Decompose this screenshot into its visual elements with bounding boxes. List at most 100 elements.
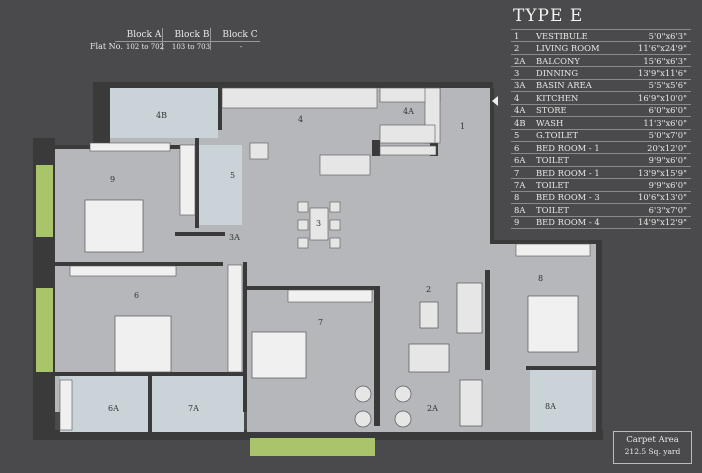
room-name: BED ROOM - 1 bbox=[536, 142, 600, 153]
room-size: 10'6"x13'0" bbox=[637, 192, 687, 203]
room-row: 1 VESTIBULE 5'0"x6'3" bbox=[511, 29, 691, 41]
room-row: 6A TOILET 9'9"x6'0" bbox=[511, 153, 691, 165]
room-id: 5 bbox=[514, 130, 520, 141]
room-size: 13'9"x15'9" bbox=[637, 167, 687, 178]
room-id: 4B bbox=[514, 117, 526, 128]
room-id: 9 bbox=[514, 217, 520, 228]
room-size: 6'0"x6'0" bbox=[648, 105, 687, 116]
room-name: STORE bbox=[536, 105, 567, 116]
room-size: 5'5"x5'6" bbox=[648, 80, 687, 91]
room-name: KITCHEN bbox=[536, 92, 579, 103]
room-row: 7 BED ROOM - 1 13'9"x15'9" bbox=[511, 165, 691, 178]
room-size: 14'9"x12'9" bbox=[637, 217, 687, 228]
room-size: 9'9"x6'0" bbox=[648, 179, 687, 190]
label-r8a: 8A bbox=[545, 402, 556, 411]
room-row: 3 DINNING 13'9"x11'6" bbox=[511, 66, 691, 78]
room-size: 15'6"x6'3" bbox=[643, 55, 687, 66]
entry-arrow-icon bbox=[492, 96, 498, 106]
room-id: 7 bbox=[514, 167, 520, 178]
carpet-area-box: Carpet Area 212.5 Sq. yard bbox=[613, 431, 692, 464]
type-title: TYPE E bbox=[513, 6, 584, 26]
label-r7a: 7A bbox=[188, 404, 199, 413]
label-r4: 4 bbox=[298, 115, 303, 124]
label-r6a: 6A bbox=[108, 404, 119, 413]
room-name: DINNING bbox=[536, 68, 579, 79]
room-size: 13'9"x11'6" bbox=[637, 68, 687, 79]
label-r4b: 4B bbox=[156, 111, 167, 120]
room-row: 2A BALCONY 15'6"x6'3" bbox=[511, 53, 691, 66]
room-size: 5'0"x7'0" bbox=[648, 130, 687, 141]
green-balconies bbox=[36, 165, 375, 456]
room-id: 1 bbox=[514, 30, 520, 41]
label-r9: 9 bbox=[110, 175, 115, 184]
room-name: TOILET bbox=[536, 179, 570, 190]
room-row: 9 BED ROOM - 4 14'9"x12'9" bbox=[511, 215, 691, 228]
room-row: 7A TOILET 9'9"x6'0" bbox=[511, 178, 691, 190]
room-name: LIVING ROOM bbox=[536, 43, 600, 54]
wash-area bbox=[110, 88, 218, 138]
toilet-6a-area bbox=[60, 376, 148, 432]
dining-table bbox=[297, 201, 341, 249]
flat-no-label: Flat No. bbox=[90, 42, 123, 51]
room-name: BED ROOM - 4 bbox=[536, 217, 600, 228]
wardrobes bbox=[59, 142, 591, 431]
room-name: TOILET bbox=[536, 204, 570, 215]
room-name: TOILET bbox=[536, 155, 570, 166]
room-id: 4A bbox=[514, 105, 526, 116]
room-name: VESTIBULE bbox=[536, 30, 588, 41]
room-id: 3A bbox=[514, 80, 526, 91]
label-r6: 6 bbox=[134, 291, 139, 300]
room-size: 5'0"x6'3" bbox=[648, 30, 687, 41]
room-name: WASH bbox=[536, 117, 564, 128]
room-name: BALCONY bbox=[536, 55, 580, 66]
room-size: 9'9"x6'0" bbox=[648, 155, 687, 166]
kitchen-counter bbox=[221, 87, 378, 109]
block-a-header: Block A bbox=[126, 30, 162, 40]
label-r2a: 2A bbox=[427, 404, 438, 413]
label-r7: 7 bbox=[318, 318, 323, 327]
block-c-header: Block C bbox=[222, 30, 258, 40]
beds bbox=[84, 199, 579, 379]
toilet-7a-area bbox=[152, 376, 244, 432]
block-b-flats: 103 to 703 bbox=[171, 43, 211, 51]
room-name: BASIN AREA bbox=[536, 80, 592, 91]
room-id: 6 bbox=[514, 142, 520, 153]
label-r1: 1 bbox=[460, 122, 465, 131]
room-id: 7A bbox=[514, 179, 526, 190]
room-row: 2 LIVING ROOM 11'6"x24'9" bbox=[511, 41, 691, 53]
room-size: 20'x12'0" bbox=[647, 142, 687, 153]
carpet-area-label: Carpet Area bbox=[626, 435, 679, 445]
label-r5: 5 bbox=[230, 171, 235, 180]
room-schedule: 1 VESTIBULE 5'0"x6'3" 2 LIVING ROOM 11'6"x24'… bbox=[511, 29, 691, 229]
label-r8: 8 bbox=[538, 274, 543, 283]
room-id: 8 bbox=[514, 192, 520, 203]
room-id: 3 bbox=[514, 68, 520, 79]
label-r3: 3 bbox=[316, 219, 321, 228]
interior-walls bbox=[55, 88, 602, 434]
block-a-flats: 102 to 702 bbox=[125, 43, 165, 51]
label-r4a: 4A bbox=[403, 107, 414, 116]
living-furniture bbox=[354, 282, 483, 428]
room-id: 2A bbox=[514, 55, 526, 66]
room-id: 8A bbox=[514, 204, 526, 215]
toilet-8a-area bbox=[530, 370, 592, 432]
room-row: 3A BASIN AREA 5'5"x5'6" bbox=[511, 78, 691, 91]
room-id: 4 bbox=[514, 92, 520, 103]
label-r3a: 3A bbox=[229, 233, 240, 242]
room-name: BED ROOM - 1 bbox=[536, 167, 600, 178]
carpet-area-value: 212.5 Sq. yard bbox=[624, 447, 681, 456]
room-id: 2 bbox=[514, 43, 520, 54]
room-row: 6 BED ROOM - 1 20'x12'0" bbox=[511, 140, 691, 153]
room-size: 11'6"x24'9" bbox=[637, 43, 687, 54]
room-id: 6A bbox=[514, 155, 526, 166]
room-name: G.TOILET bbox=[536, 130, 579, 141]
label-r2: 2 bbox=[426, 285, 431, 294]
g-toilet-area bbox=[198, 145, 242, 225]
room-row: 4A STORE 6'0"x6'0" bbox=[511, 103, 691, 116]
room-row: 5 G.TOILET 5'0"x7'0" bbox=[511, 128, 691, 141]
